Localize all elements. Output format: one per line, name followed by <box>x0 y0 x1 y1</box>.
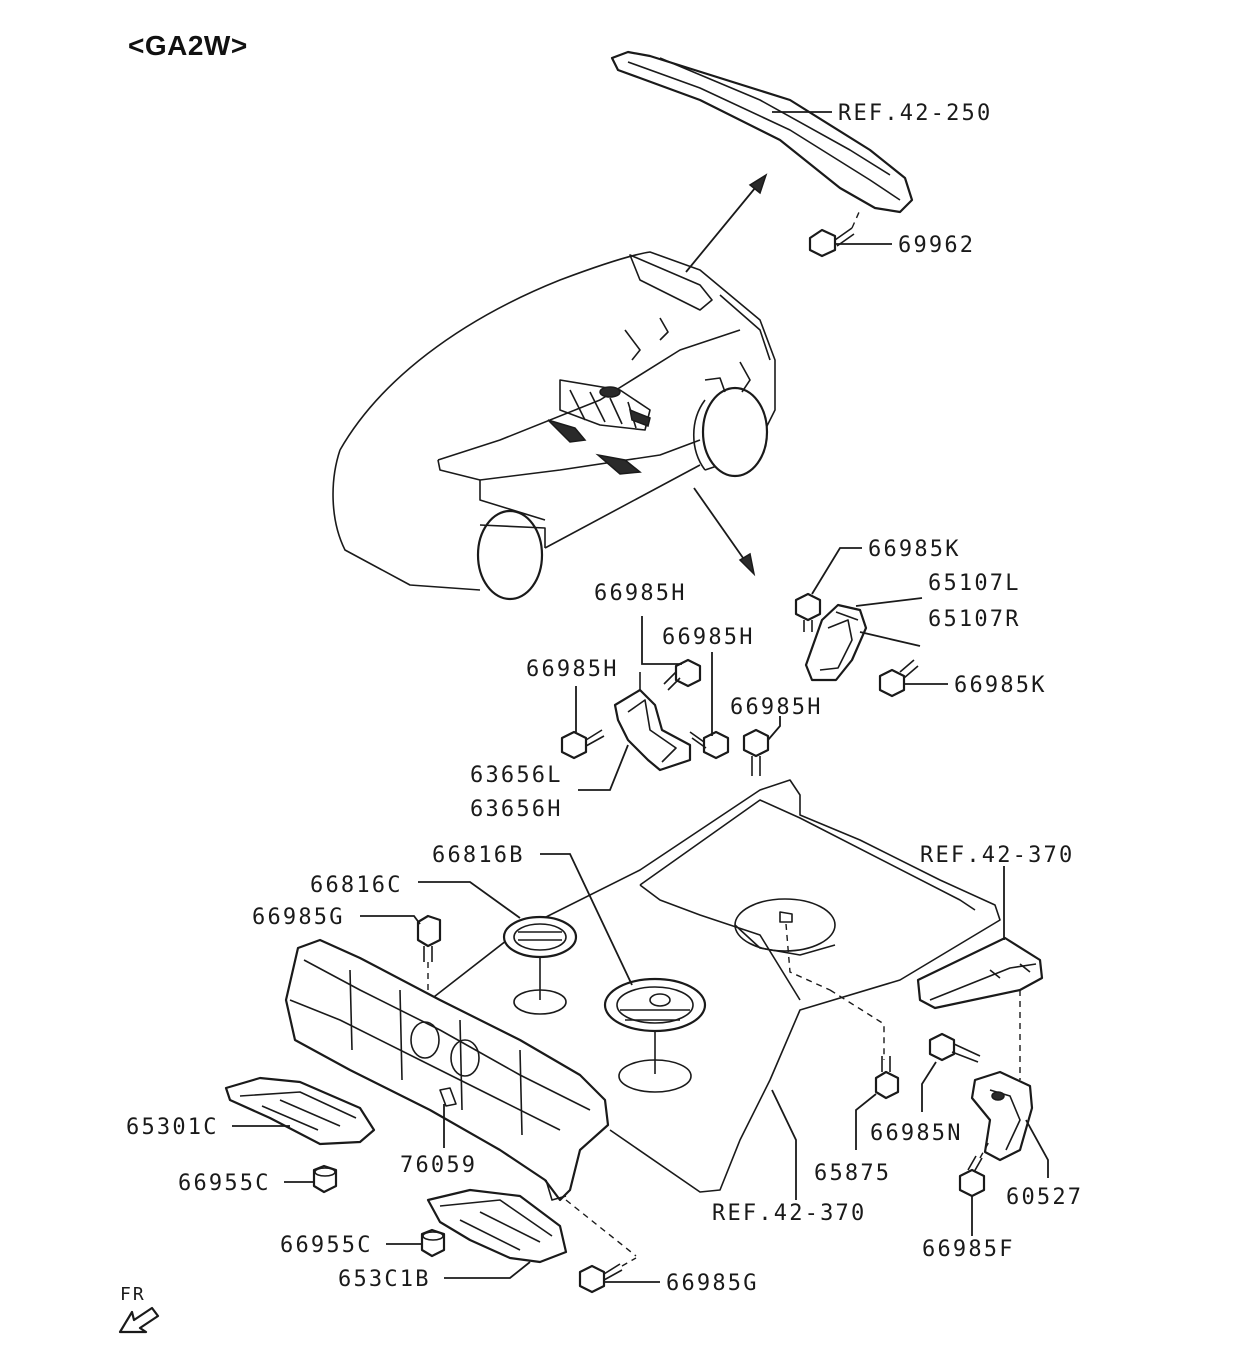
bolt-66985K-top <box>794 547 862 632</box>
label-66816C: 66816C <box>310 873 403 898</box>
bracket-60527 <box>970 1070 1049 1178</box>
label-65301C: 65301C <box>126 1115 219 1140</box>
label-66955C-a: 66955C <box>178 1171 271 1196</box>
pad-66816C <box>418 881 578 1015</box>
bracket-63656 <box>578 672 692 791</box>
rear-bumper-reinforcement <box>610 50 914 214</box>
label-66985N: 66985N <box>870 1121 963 1146</box>
label-65875: 65875 <box>814 1161 891 1186</box>
bolt-66985G-bottom <box>565 1199 660 1294</box>
bolt-66985F <box>958 1139 991 1236</box>
label-66985G-top: 66985G <box>252 905 345 930</box>
bolt-66985N <box>921 1032 981 1112</box>
label-65107R: 65107R <box>928 607 1021 632</box>
vehicle-body-outline <box>332 251 776 601</box>
label-ref-42-370-right: REF.42-370 <box>920 843 1074 868</box>
crossmember-76059 <box>284 938 610 1202</box>
label-66985G-bottom: 66985G <box>666 1271 759 1296</box>
label-60527: 60527 <box>1006 1185 1083 1210</box>
nut-66955C-b <box>386 1228 446 1258</box>
nut-66955C-a <box>284 1164 338 1194</box>
leader-ref-42-370-bottom <box>771 1089 797 1200</box>
label-66985F: 66985F <box>922 1237 1015 1262</box>
pad-66816B <box>540 853 707 1093</box>
label-63656L: 63656L <box>470 763 563 788</box>
label-65107L: 65107L <box>928 571 1021 596</box>
rear-floor-pan <box>429 779 1001 1193</box>
label-66955C-b: 66955C <box>280 1233 373 1258</box>
bolt-66985H-d <box>742 716 781 776</box>
arrow-to-floor <box>693 487 756 577</box>
front-direction-arrow-icon <box>118 1306 160 1334</box>
model-code: <GA2W> <box>128 30 248 61</box>
bolt-65875 <box>855 1056 900 1150</box>
bolt-66985G-top <box>360 914 442 1000</box>
bolt-66985H-b <box>641 616 702 691</box>
label-66985H-top: 66985H <box>594 581 687 606</box>
label-fr: FR <box>120 1284 146 1305</box>
label-76059: 76059 <box>400 1153 477 1178</box>
label-65301B: 653C1B <box>338 1267 431 1292</box>
label-66985H-left: 66985H <box>526 657 619 682</box>
label-66985K-bottom: 66985K <box>954 673 1047 698</box>
side-rail <box>916 866 1044 1080</box>
label-ref-42-250: REF.42-250 <box>838 101 992 126</box>
arrow-to-reinforcement <box>685 173 768 273</box>
bolt-66985H-a <box>560 686 605 760</box>
label-63656H: 63656H <box>470 797 563 822</box>
bolt-66985H-c <box>689 652 730 760</box>
label-66985K-top: 66985K <box>868 537 961 562</box>
bolt-66985K-bottom <box>878 659 948 698</box>
cover-65301C <box>224 1076 376 1146</box>
label-66985H-mid: 66985H <box>662 625 755 650</box>
cover-65301B <box>426 1188 568 1279</box>
bolt-69962 <box>808 209 892 258</box>
label-69962: 69962 <box>898 233 975 258</box>
label-ref-42-370-bottom: REF.42-370 <box>712 1201 866 1226</box>
label-66985H-right: 66985H <box>730 695 823 720</box>
label-66816B: 66816B <box>432 843 525 868</box>
bracket-65107 <box>804 597 923 682</box>
